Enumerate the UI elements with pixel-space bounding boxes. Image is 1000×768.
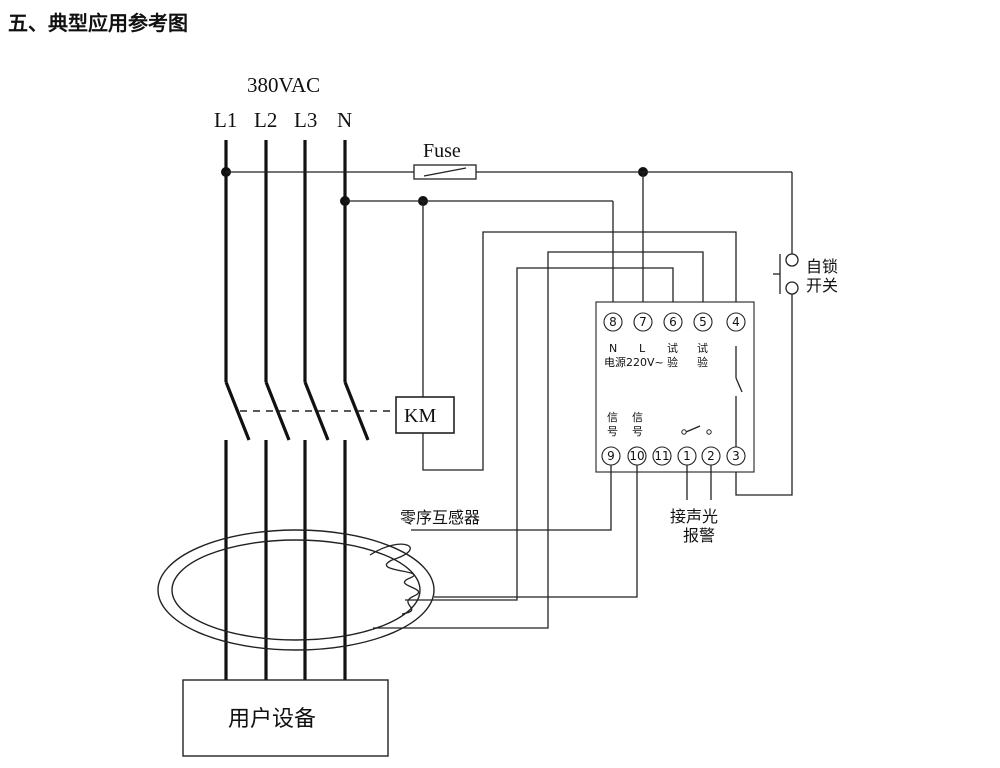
signal-label-a-2: 号 bbox=[607, 425, 618, 438]
line-label-l2: L2 bbox=[254, 108, 277, 132]
terminal-11: 11 bbox=[652, 446, 672, 466]
internal-relay-contacts bbox=[681, 346, 743, 448]
terminal-1: 1 bbox=[677, 446, 697, 466]
svg-text:9: 9 bbox=[607, 449, 615, 463]
test-label-a-1: 试 bbox=[667, 342, 678, 355]
latch-switch-label-2: 开关 bbox=[806, 276, 838, 295]
signal-wire-10 bbox=[434, 465, 638, 598]
signal-wire-9 bbox=[411, 465, 612, 531]
l1-feed-wire bbox=[226, 164, 793, 312]
km-label: KM bbox=[404, 405, 436, 427]
user-equipment-label: 用户设备 bbox=[228, 707, 316, 732]
svg-text:5: 5 bbox=[699, 315, 707, 329]
latch-switch bbox=[773, 253, 799, 295]
user-equipment-box bbox=[182, 679, 389, 757]
test-label-a-2: 验 bbox=[667, 355, 678, 369]
terminal-7: 7 bbox=[633, 312, 653, 332]
lower-busbars bbox=[224, 440, 347, 680]
page-title: 五、典型应用参考图 bbox=[8, 11, 188, 35]
km-coil-box bbox=[395, 396, 455, 434]
terminal-2: 2 bbox=[701, 446, 721, 466]
svg-text:7: 7 bbox=[639, 315, 647, 329]
fuse-label: Fuse bbox=[423, 140, 461, 162]
svg-text:2: 2 bbox=[707, 449, 715, 463]
line-label-n: N bbox=[337, 108, 352, 132]
terminal-9: 9 bbox=[601, 446, 621, 466]
upper-busbars bbox=[224, 140, 347, 382]
alarm-output-wires bbox=[686, 465, 712, 500]
alarm-label-2: 报警 bbox=[683, 526, 715, 545]
terminal-4: 4 bbox=[726, 312, 746, 332]
signal-label-b-2: 号 bbox=[632, 425, 643, 438]
neutral-feed-wire bbox=[345, 200, 614, 397]
signal-label-a-1: 信 bbox=[607, 411, 618, 424]
terminal-3-return-wire bbox=[735, 292, 793, 496]
latch-switch-label-1: 自锁 bbox=[806, 257, 838, 276]
terminal-8: 8 bbox=[603, 312, 623, 332]
top-terminal-row: 8 7 6 5 4 bbox=[603, 312, 746, 332]
svg-text:3: 3 bbox=[732, 449, 740, 463]
module-label-l: L bbox=[639, 342, 646, 355]
test-wire-5 bbox=[373, 251, 704, 629]
ct-label: 零序互感器 bbox=[400, 508, 480, 527]
terminal-3: 3 bbox=[726, 446, 746, 466]
svg-text:6: 6 bbox=[669, 315, 677, 329]
svg-text:10: 10 bbox=[629, 449, 644, 463]
power-supply-label: 电源220V~ bbox=[604, 355, 664, 369]
line-label-l3: L3 bbox=[294, 108, 317, 132]
test-label-b-2: 验 bbox=[697, 355, 708, 369]
zero-sequence-ct bbox=[157, 529, 435, 651]
svg-text:4: 4 bbox=[732, 315, 740, 329]
bottom-terminal-row: 9 10 11 1 2 3 bbox=[601, 446, 746, 466]
svg-text:8: 8 bbox=[609, 315, 617, 329]
line-label-l1: L1 bbox=[214, 108, 237, 132]
svg-text:1: 1 bbox=[683, 449, 691, 463]
test-wire-6 bbox=[405, 267, 674, 601]
alarm-label-1: 接声光 bbox=[670, 507, 718, 526]
terminal-6: 6 bbox=[663, 312, 683, 332]
module-label-n: N bbox=[609, 342, 617, 355]
svg-text:11: 11 bbox=[654, 449, 669, 463]
signal-label-b-1: 信 bbox=[632, 411, 643, 424]
km-to-terminal-4-wire bbox=[422, 231, 737, 471]
terminal-10: 10 bbox=[627, 446, 647, 466]
supply-voltage-label: 380VAC bbox=[247, 73, 320, 97]
terminal-5: 5 bbox=[693, 312, 713, 332]
contactor-contacts bbox=[224, 381, 396, 441]
test-label-b-1: 试 bbox=[697, 342, 708, 355]
